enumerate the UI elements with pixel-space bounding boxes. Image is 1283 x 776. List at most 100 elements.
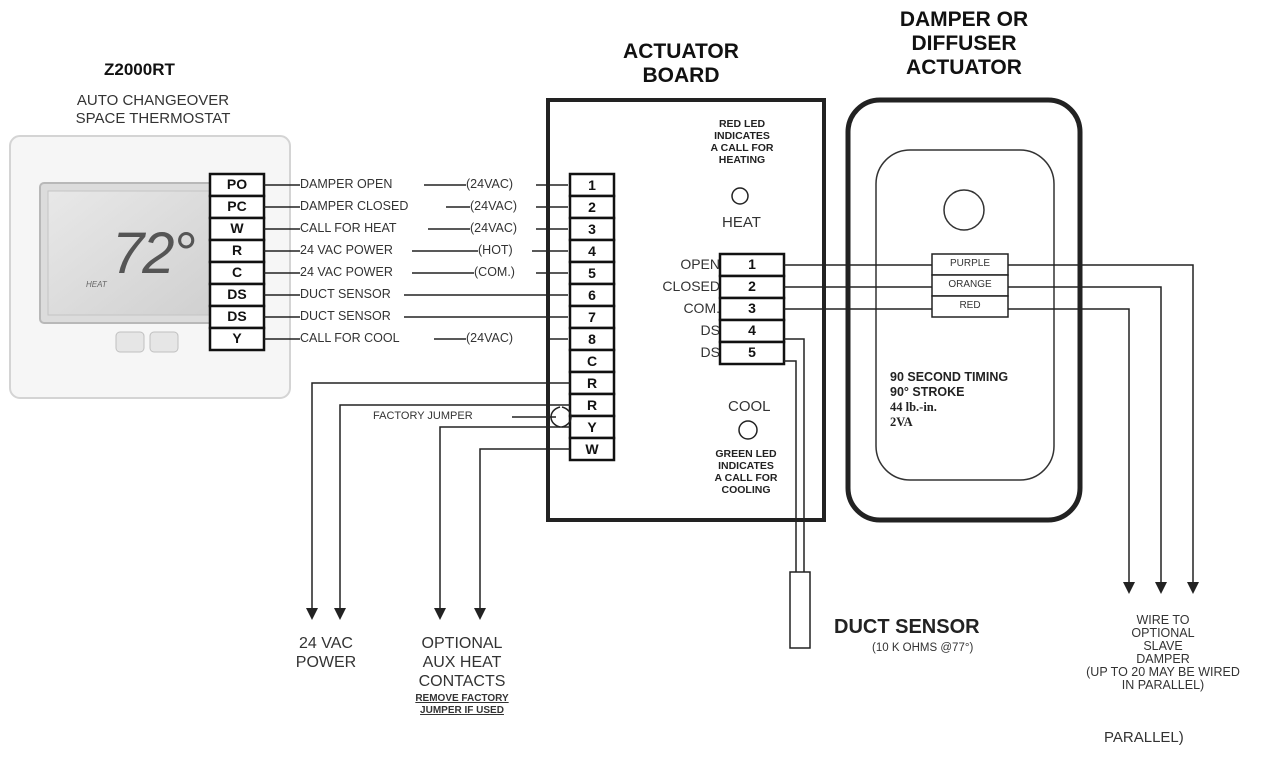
wire-desc: DAMPER OPEN bbox=[300, 177, 393, 191]
aux-heat-line3: CONTACTS bbox=[418, 673, 506, 690]
aux-heat-label: OPTIONAL AUX HEAT CONTACTS REMOVE FACTOR… bbox=[400, 634, 524, 717]
wire-color-orange: ORANGE bbox=[948, 279, 992, 290]
board-input-terminal: R bbox=[586, 397, 598, 413]
board-input-terminal: 5 bbox=[588, 265, 596, 281]
power-label: 24 VAC POWER bbox=[266, 634, 386, 672]
wire-desc: DUCT SENSOR bbox=[300, 309, 391, 323]
board-input-terminal: 7 bbox=[588, 309, 596, 325]
wire-desc: 24 VAC POWER bbox=[300, 243, 393, 257]
board-input-terminal: C bbox=[586, 353, 598, 369]
thermostat-terminal-ds: DS bbox=[227, 308, 247, 324]
wire-tag: (HOT) bbox=[478, 243, 513, 257]
green-led-icon bbox=[738, 420, 758, 440]
down-arrows bbox=[306, 582, 1199, 620]
board-output-terminal: 2 bbox=[748, 278, 756, 294]
aux-heat-note2: JUMPER IF USED bbox=[420, 705, 504, 716]
thermostat-title-line1: AUTO CHANGEOVER bbox=[76, 92, 230, 109]
green-led-note-line: COOLING bbox=[721, 484, 771, 496]
thermostat-terminal-pc: PC bbox=[227, 198, 247, 214]
duct-sensor-spec: (10 K OHMS @77°) bbox=[872, 642, 974, 654]
green-led-note: GREEN LED INDICATES A CALL FOR COOLING bbox=[690, 448, 802, 496]
wire-color-purple: PURPLE bbox=[949, 258, 990, 269]
slave-note-line: SLAVE bbox=[1143, 639, 1183, 653]
actuator-board-frame bbox=[546, 98, 826, 522]
wire-desc: DAMPER CLOSED bbox=[300, 199, 409, 213]
slave-note-line: IN PARALLEL) bbox=[1121, 678, 1205, 692]
red-led-note-line: RED LED bbox=[718, 118, 766, 130]
slave-note-line: (UP TO 20 MAY BE WIRED bbox=[1086, 665, 1240, 679]
aux-heat-line1: OPTIONAL bbox=[421, 635, 503, 652]
thermostat-title-line2: SPACE THERMOSTAT bbox=[75, 110, 231, 127]
damper-actuator-frame bbox=[845, 97, 1083, 523]
wire-tag: (COM.) bbox=[474, 265, 515, 279]
thermostat-terminal-r: R bbox=[231, 242, 243, 258]
board-to-damper-wires bbox=[784, 264, 1194, 584]
damper-title-line2: DIFFUSER bbox=[911, 32, 1017, 55]
wire-desc: DUCT SENSOR bbox=[300, 287, 391, 301]
board-output-terminal: 4 bbox=[748, 322, 756, 338]
aux-heat-line2: AUX HEAT bbox=[422, 654, 502, 671]
red-led-note-line: INDICATES bbox=[714, 130, 770, 142]
board-output-terminal: 5 bbox=[748, 344, 756, 360]
thermostat-terminal-ds: DS bbox=[227, 286, 247, 302]
factory-jumper-label: FACTORY JUMPER bbox=[373, 410, 473, 422]
slave-note-line: WIRE TO bbox=[1136, 613, 1190, 627]
wire-desc: CALL FOR HEAT bbox=[300, 221, 397, 235]
thermostat-terminal-w: W bbox=[230, 220, 244, 236]
board-output-desc: DS bbox=[700, 344, 720, 360]
board-output-desc: COM. bbox=[683, 300, 720, 316]
power-label-line2: POWER bbox=[295, 654, 357, 671]
board-output-terminals bbox=[718, 252, 786, 366]
heat-label: HEAT bbox=[722, 214, 761, 231]
green-led-note-line: INDICATES bbox=[718, 460, 774, 472]
aux-heat-note1: REMOVE FACTORY bbox=[415, 693, 509, 704]
factory-jumper bbox=[512, 406, 572, 428]
thermostat-to-board-wires bbox=[264, 184, 568, 340]
board-output-desc: DS bbox=[700, 322, 720, 338]
thermostat-model: Z2000RT bbox=[104, 60, 175, 79]
board-input-terminal: 2 bbox=[588, 199, 596, 215]
red-led-icon bbox=[731, 187, 749, 205]
wire-color-red: RED bbox=[959, 300, 981, 311]
slave-damper-note: WIRE TO OPTIONAL SLAVE DAMPER (UP TO 20 … bbox=[1050, 614, 1276, 692]
green-led-note-line: GREEN LED bbox=[715, 448, 777, 460]
damper-specs: 90 SECOND TIMING 90° STROKE 44 lb.-in. 2… bbox=[890, 370, 1008, 430]
actuator-board-title-line1: ACTUATOR bbox=[623, 40, 739, 63]
board-input-terminal: Y bbox=[587, 419, 597, 435]
board-input-terminal: W bbox=[585, 441, 599, 457]
stray-parallel-text: PARALLEL) bbox=[1104, 729, 1184, 746]
thermostat-down-button[interactable] bbox=[115, 331, 145, 353]
board-output-desc: CLOSED bbox=[662, 278, 720, 294]
wire-tag: (24VAC) bbox=[470, 221, 518, 235]
duct-sensor-wires bbox=[784, 338, 805, 572]
damper-spec-torque: 44 lb.-in. bbox=[890, 400, 937, 414]
red-led-note-line: HEATING bbox=[718, 154, 766, 166]
damper-actuator-inner bbox=[875, 149, 1055, 481]
damper-title: DAMPER OR DIFFUSER ACTUATOR bbox=[868, 8, 1060, 80]
board-output-terminal: 3 bbox=[748, 300, 756, 316]
wire-tag: (24VAC) bbox=[466, 331, 514, 345]
wire-desc: 24 VAC POWER bbox=[300, 265, 393, 279]
thermostat-up-button[interactable] bbox=[149, 331, 179, 353]
board-input-terminals bbox=[568, 172, 616, 462]
board-input-terminal: 3 bbox=[588, 221, 596, 237]
board-output-terminal: 1 bbox=[748, 256, 756, 272]
board-output-desc: OPEN bbox=[680, 256, 720, 272]
actuator-board-title-line2: BOARD bbox=[642, 64, 720, 87]
wire-tag: (24VAC) bbox=[466, 177, 514, 191]
cool-label: COOL bbox=[728, 398, 771, 415]
damper-spec-stroke: 90° STROKE bbox=[890, 385, 965, 399]
board-input-terminal: R bbox=[586, 375, 598, 391]
red-led-note-line: A CALL FOR bbox=[710, 142, 774, 154]
thermostat-terminal-y: Y bbox=[232, 330, 242, 346]
damper-spec-timing: 90 SECOND TIMING bbox=[890, 370, 1009, 384]
slave-note-line: OPTIONAL bbox=[1131, 626, 1195, 640]
damper-spec-va: 2VA bbox=[890, 415, 913, 429]
slave-note-line: DAMPER bbox=[1136, 652, 1190, 666]
duct-sensor-probe bbox=[789, 571, 811, 649]
wire-desc: CALL FOR COOL bbox=[300, 331, 400, 345]
thermostat-title: AUTO CHANGEOVER SPACE THERMOSTAT bbox=[8, 92, 298, 128]
thermostat-temp-display: 72° bbox=[112, 221, 196, 286]
board-input-terminal: 8 bbox=[588, 331, 596, 347]
